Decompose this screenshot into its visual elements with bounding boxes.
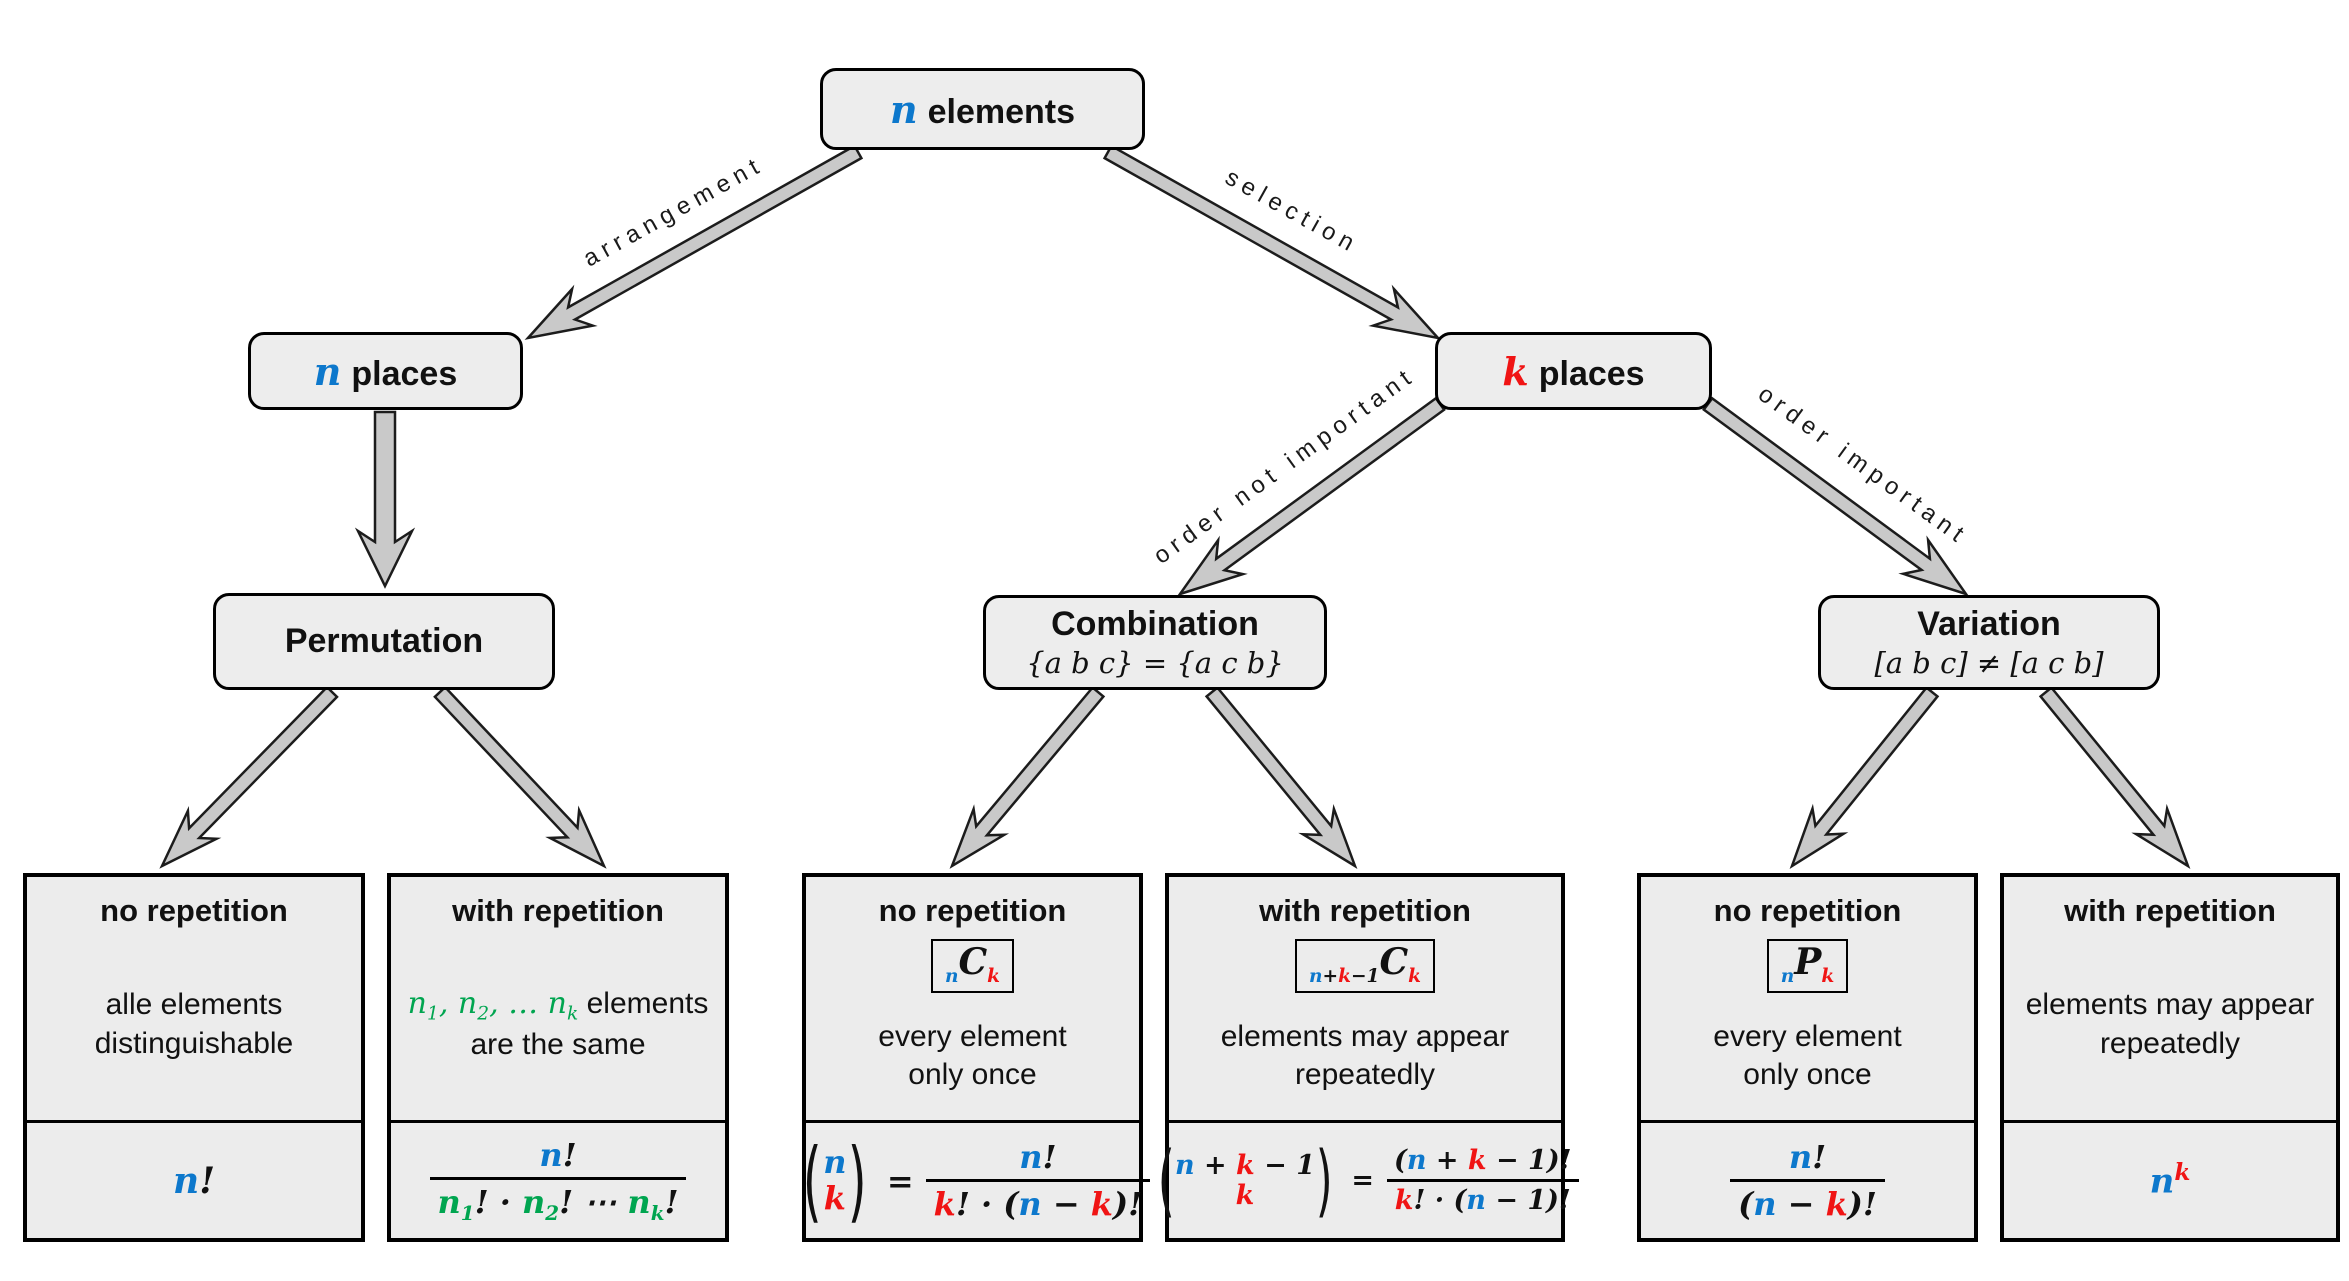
desc-line: are the same	[470, 1027, 646, 1061]
math-k-superscript: k	[2174, 1159, 2191, 1187]
leaf-variation-no-repetition: no repetition nPk every element only onc…	[1637, 873, 1978, 1242]
desc-line: distinguishable	[94, 1026, 294, 1060]
formula-multiset-permutation: n! n1! · n2! ⋯ nk!	[429, 1136, 687, 1225]
fraction: n! n1! · n2! ⋯ nk!	[429, 1136, 687, 1225]
leaf-description: elements may appear repeatedly	[1221, 1018, 1510, 1095]
node-combination: Combination {a b c} = {a c b}	[983, 595, 1327, 690]
formula-n-factorial: n!	[173, 1160, 215, 1202]
math-n1-n2-nk: n1, n2, … nk	[407, 985, 579, 1025]
desc-line: n1, n2, … nk elements	[408, 985, 709, 1026]
notation-nCk: nCk	[930, 939, 1015, 993]
leaf-title: with repetition	[1259, 893, 1471, 928]
numerator: (n + k − 1)!	[1394, 1145, 1572, 1176]
desc-line: elements may appear	[2025, 988, 2315, 1022]
math-n: n	[2149, 1161, 2175, 1202]
numerator: n!	[1019, 1138, 1057, 1176]
math-n: n	[889, 86, 918, 132]
leaf-formula: n! n1! · n2! ⋯ nk!	[391, 1120, 725, 1238]
desc-line: repeatedly	[2099, 1026, 2241, 1060]
numerator: n!	[539, 1136, 577, 1175]
leaf-description: elements may appear repeatedly	[2026, 986, 2315, 1063]
leaf-formula: nk	[2004, 1120, 2336, 1238]
node-text: elements	[927, 92, 1076, 131]
leaf-description: every element only once	[878, 1018, 1066, 1095]
math-n: n	[173, 1159, 200, 1202]
leaf-title: no repetition	[878, 893, 1067, 928]
leaf-formula: n! (n − k)!	[1641, 1120, 1974, 1238]
notation-nPk: nPk	[1766, 939, 1849, 993]
leaf-top: no repetition nPk every element only onc…	[1641, 877, 1974, 1120]
fraction: n! k! · (n − k)!	[925, 1138, 1151, 1223]
leaf-permutation-no-repetition: no repetition alle elements distinguisha…	[23, 873, 365, 1242]
node-combination-title: Combination	[1051, 605, 1259, 643]
desc-line: every element	[878, 1020, 1067, 1053]
node-combination-subtitle: {a b c} = {a c b}	[1026, 646, 1284, 680]
denominator: k! · (n − k)!	[925, 1179, 1151, 1223]
leaf-permutation-with-repetition: with repetition n1, n2, … nk elements ar…	[387, 873, 729, 1242]
leaf-combination-no-repetition: no repetition nCk every element only onc…	[802, 873, 1151, 1242]
notation-badge-row: nPk	[1766, 939, 1849, 993]
leaf-title: with repetition	[2064, 893, 2276, 928]
desc-text: elements	[578, 986, 709, 1020]
node-variation-title: Variation	[1917, 605, 2061, 643]
leaf-combination-with-repetition: with repetition n+k−1Ck elements may app…	[1157, 873, 1579, 1242]
desc-line: only once	[1743, 1058, 1872, 1092]
leaf-formula: n!	[27, 1120, 361, 1238]
fraction: (n + k − 1)! k! · (n − 1)!	[1386, 1145, 1579, 1216]
leaf-variation-with-repetition: with repetition elements may appear repe…	[2000, 873, 2340, 1242]
notation-badge-row: nCk	[930, 939, 1015, 993]
desc-line: only once	[908, 1058, 1037, 1092]
formula-k-permutation: n! (n − k)!	[1730, 1138, 1885, 1223]
node-variation: Variation [a b c] ≠ [a c b]	[1818, 595, 2160, 690]
fraction: n! (n − k)!	[1730, 1138, 1885, 1223]
leaf-description: every element only once	[1713, 1018, 1901, 1095]
denominator: n1! · n2! ⋯ nk!	[429, 1177, 687, 1225]
math-n: n	[539, 1136, 563, 1175]
leaf-title: no repetition	[1713, 893, 1902, 928]
node-text: places	[1538, 354, 1645, 393]
leaf-top: no repetition alle elements distinguisha…	[27, 877, 361, 1120]
desc-line: every element	[1713, 1020, 1902, 1053]
leaf-top: with repetition n+k−1Ck elements may app…	[1169, 877, 1561, 1120]
leaf-top: no repetition nCk every element only onc…	[806, 877, 1139, 1120]
math-k: k	[1502, 348, 1529, 394]
formula-n-power-k: nk	[2150, 1159, 2191, 1202]
denominator: k! · (n − 1)!	[1386, 1179, 1579, 1216]
numerator: n!	[1788, 1138, 1827, 1176]
denominator: (n − k)!	[1730, 1179, 1885, 1223]
notation-n-plus-k-minus-1-C-k: n+k−1Ck	[1294, 939, 1436, 993]
desc-line: alle elements	[105, 988, 283, 1022]
math-bang: !	[199, 1159, 215, 1202]
desc-line: elements may appear	[1220, 1020, 1510, 1053]
math-n: n	[313, 348, 342, 394]
leaf-top: with repetition elements may appear repe…	[2004, 877, 2336, 1120]
node-variation-subtitle: [a b c] ≠ [a c b]	[1874, 646, 2104, 680]
node-permutation: Permutation	[213, 593, 555, 690]
leaf-top: with repetition n1, n2, … nk elements ar…	[391, 877, 725, 1120]
desc-line: repeatedly	[1294, 1058, 1436, 1092]
leaf-title: no repetition	[100, 893, 288, 928]
leaf-description: n1, n2, … nk elements are the same	[408, 985, 709, 1065]
leaf-description: alle elements distinguishable	[95, 986, 293, 1063]
notation-badge-row: n+k−1Ck	[1294, 939, 1436, 993]
leaf-title: with repetition	[452, 893, 664, 928]
node-text: places	[351, 354, 458, 393]
node-permutation-title: Permutation	[284, 622, 484, 660]
